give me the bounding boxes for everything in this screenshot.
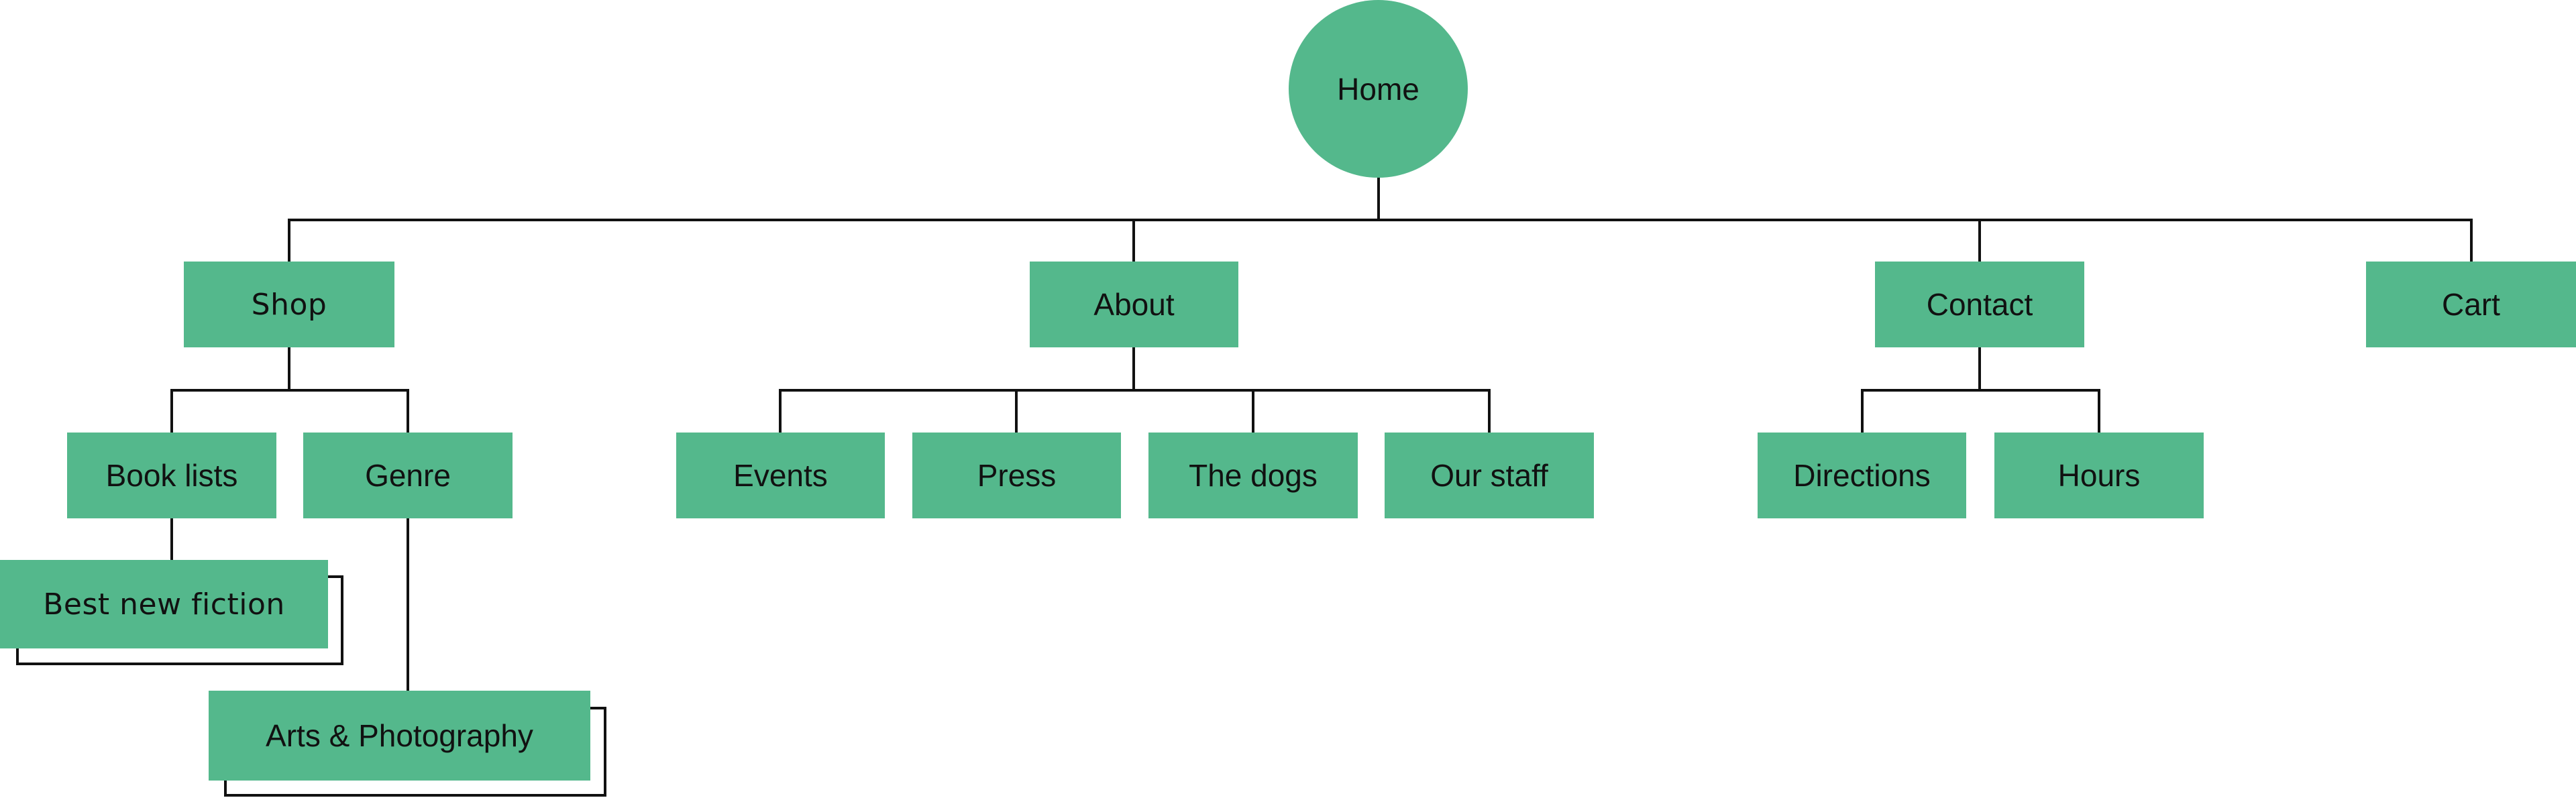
- genre-node[interactable]: Genre: [303, 433, 513, 518]
- about-node[interactable]: About: [1030, 262, 1238, 347]
- book-lists-node[interactable]: Book lists: [67, 433, 276, 518]
- arts-photography-node[interactable]: Arts & Photography: [209, 691, 590, 781]
- shop-node[interactable]: Shop: [184, 262, 394, 347]
- directions-node[interactable]: Directions: [1758, 433, 1966, 518]
- press-node[interactable]: Press: [912, 433, 1121, 518]
- hours-node[interactable]: Hours: [1994, 433, 2204, 518]
- our-staff-node[interactable]: Our staff: [1385, 433, 1594, 518]
- contact-node[interactable]: Contact: [1875, 262, 2084, 347]
- best-new-fiction-node[interactable]: Best new fiction: [0, 560, 328, 648]
- cart-node[interactable]: Cart: [2366, 262, 2576, 347]
- the-dogs-node[interactable]: The dogs: [1148, 433, 1358, 518]
- events-node[interactable]: Events: [676, 433, 885, 518]
- home-node[interactable]: Home: [1289, 0, 1468, 178]
